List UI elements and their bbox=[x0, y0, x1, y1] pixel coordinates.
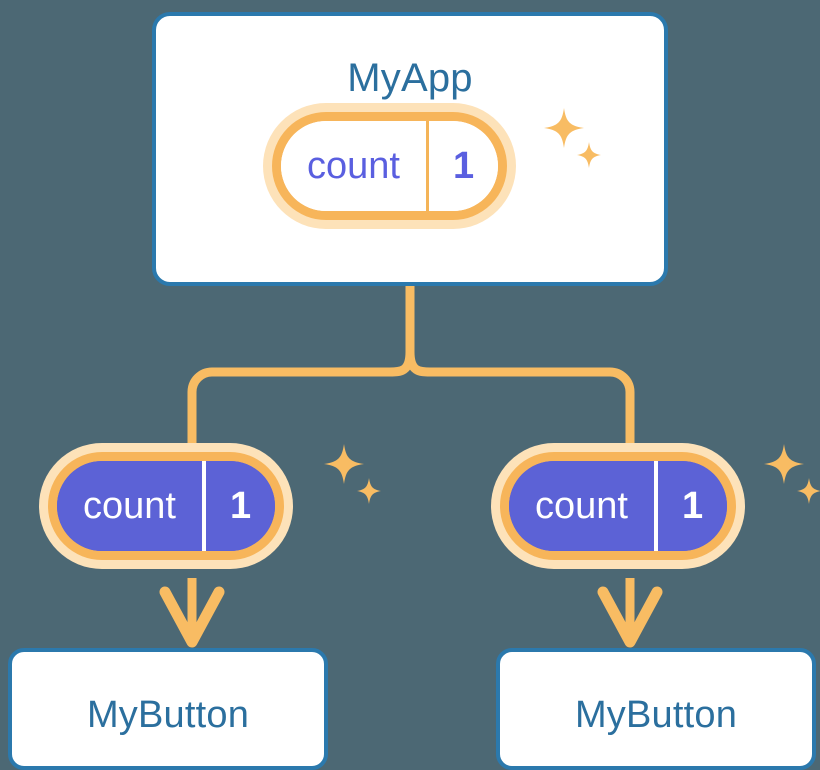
sparkles-icon-glyph bbox=[764, 444, 820, 504]
state-value-label: 1 bbox=[425, 121, 499, 211]
state-pill-myapp[interactable]: count 1 bbox=[272, 112, 508, 220]
connector-branch-right bbox=[405, 347, 635, 461]
state-pill-child-1[interactable]: count 1 bbox=[48, 452, 285, 560]
state-key-label: count bbox=[509, 461, 654, 551]
arrow-head-left bbox=[159, 586, 225, 648]
state-pill-child-2[interactable]: count 1 bbox=[500, 452, 737, 560]
state-key-label: count bbox=[281, 121, 426, 211]
mybutton-card-title: MyButton bbox=[86, 694, 250, 736]
state-value-label: 1 bbox=[201, 461, 276, 551]
sparkles-icon bbox=[760, 440, 820, 517]
mybutton-card-title: MyButton bbox=[574, 694, 738, 736]
sparkles-icon bbox=[320, 440, 384, 517]
mybutton-card-2[interactable]: MyButton bbox=[496, 648, 816, 770]
page-title: MyApp bbox=[347, 56, 473, 100]
connector-branch-left bbox=[187, 347, 415, 461]
sparkles-icon-glyph bbox=[324, 444, 381, 504]
state-value-label: 1 bbox=[653, 461, 728, 551]
arrow-head-right bbox=[597, 586, 663, 648]
mybutton-card-1[interactable]: MyButton bbox=[8, 648, 328, 770]
state-key-label: count bbox=[57, 461, 202, 551]
